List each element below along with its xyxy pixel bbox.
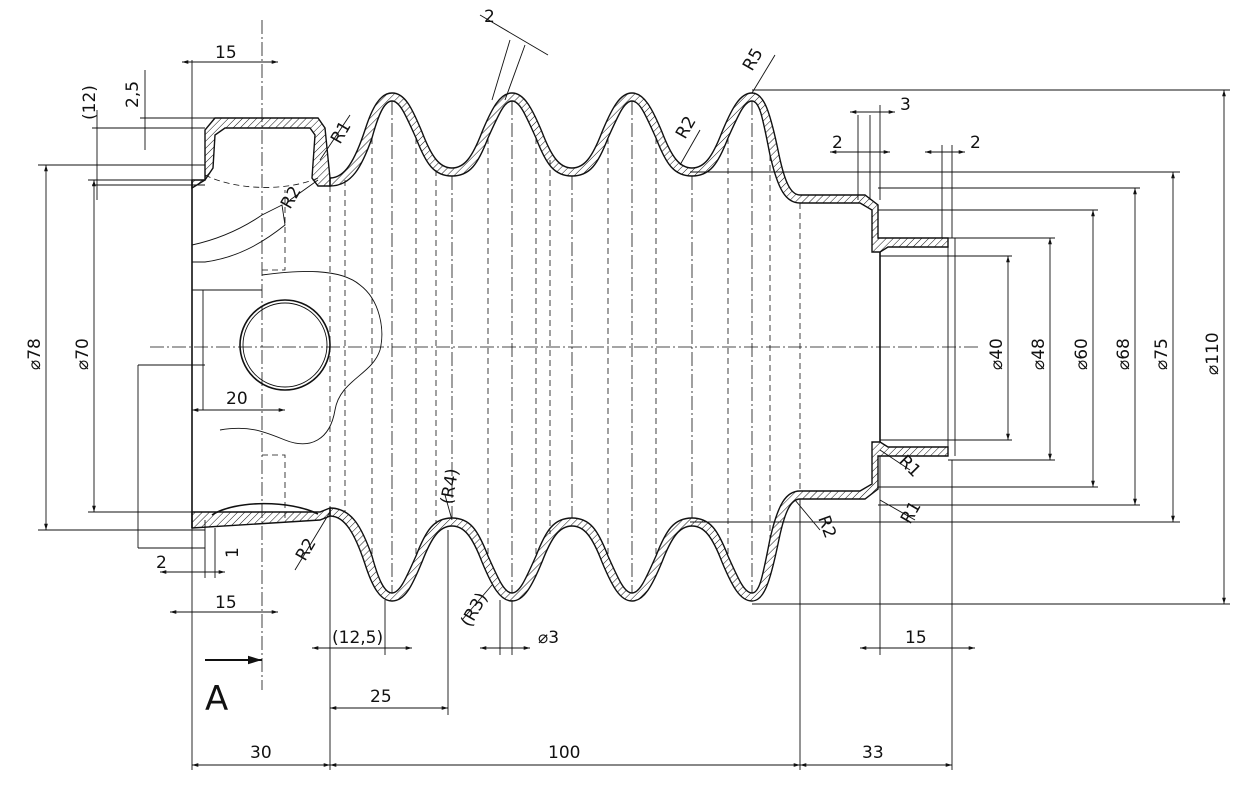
dim-1-bottom: 1 (223, 547, 243, 558)
dim-12: (12) (80, 85, 100, 120)
dim-2-right-b: 2 (970, 133, 981, 153)
radius-r2-bottom-left: R2 (292, 535, 321, 565)
dim-15-bottom-left: 15 (215, 593, 237, 613)
dim-15-top: 15 (215, 43, 237, 63)
bellows-section-top (329, 92, 949, 253)
dim-2-bottom: 2 (156, 553, 167, 573)
dim-30: 30 (250, 743, 272, 763)
dim-2-top: 2 (484, 7, 495, 27)
stepped-dash-outline (262, 190, 286, 520)
dim-100: 100 (548, 743, 580, 763)
hole-circle-inner (242, 302, 328, 388)
dim-phi40: ⌀40 (987, 338, 1007, 370)
dim-20: 20 (226, 389, 248, 409)
dimension-lines (38, 14, 1230, 770)
inner-cavity-arc (204, 174, 319, 188)
dim-25: 25 (370, 687, 392, 707)
dim-phi3: ⌀3 (538, 628, 559, 648)
radius-r2-top-left: R2 (277, 183, 306, 213)
dim-phi60: ⌀60 (1072, 338, 1092, 370)
radius-r5: R5 (739, 45, 768, 75)
break-line (219, 271, 383, 445)
hole-circle (239, 299, 331, 391)
dim-3-right: 3 (900, 95, 911, 115)
dim-phi110: ⌀110 (1203, 332, 1223, 375)
dim-15-bottom-right: 15 (905, 628, 927, 648)
dim-33: 33 (862, 743, 884, 763)
fold-hidden-lines (329, 101, 801, 593)
dim-12-5: (12,5) (332, 628, 383, 648)
view-label-a: A (205, 679, 228, 719)
dim-phi70: ⌀70 (73, 338, 93, 370)
dim-phi78: ⌀78 (25, 338, 45, 370)
left-hub-arc (191, 204, 286, 263)
left-flange-top-section (191, 117, 331, 190)
dim-phi48: ⌀48 (1029, 338, 1049, 370)
radius-r1-right-b: R1 (897, 498, 926, 528)
bellows-section-bottom (329, 441, 949, 602)
dim-phi75: ⌀75 (1152, 338, 1172, 370)
radius-r2-right: R2 (813, 513, 840, 541)
dim-phi68: ⌀68 (1114, 338, 1134, 370)
radius-r2-top-mid: R2 (672, 113, 701, 143)
radius-r3: (R3) (457, 589, 492, 630)
dim-2-5: 2,5 (123, 81, 143, 108)
dim-2-right-a: 2 (832, 133, 843, 153)
bottom-lip-arc (211, 502, 319, 516)
radius-r4: (R4) (437, 467, 463, 506)
